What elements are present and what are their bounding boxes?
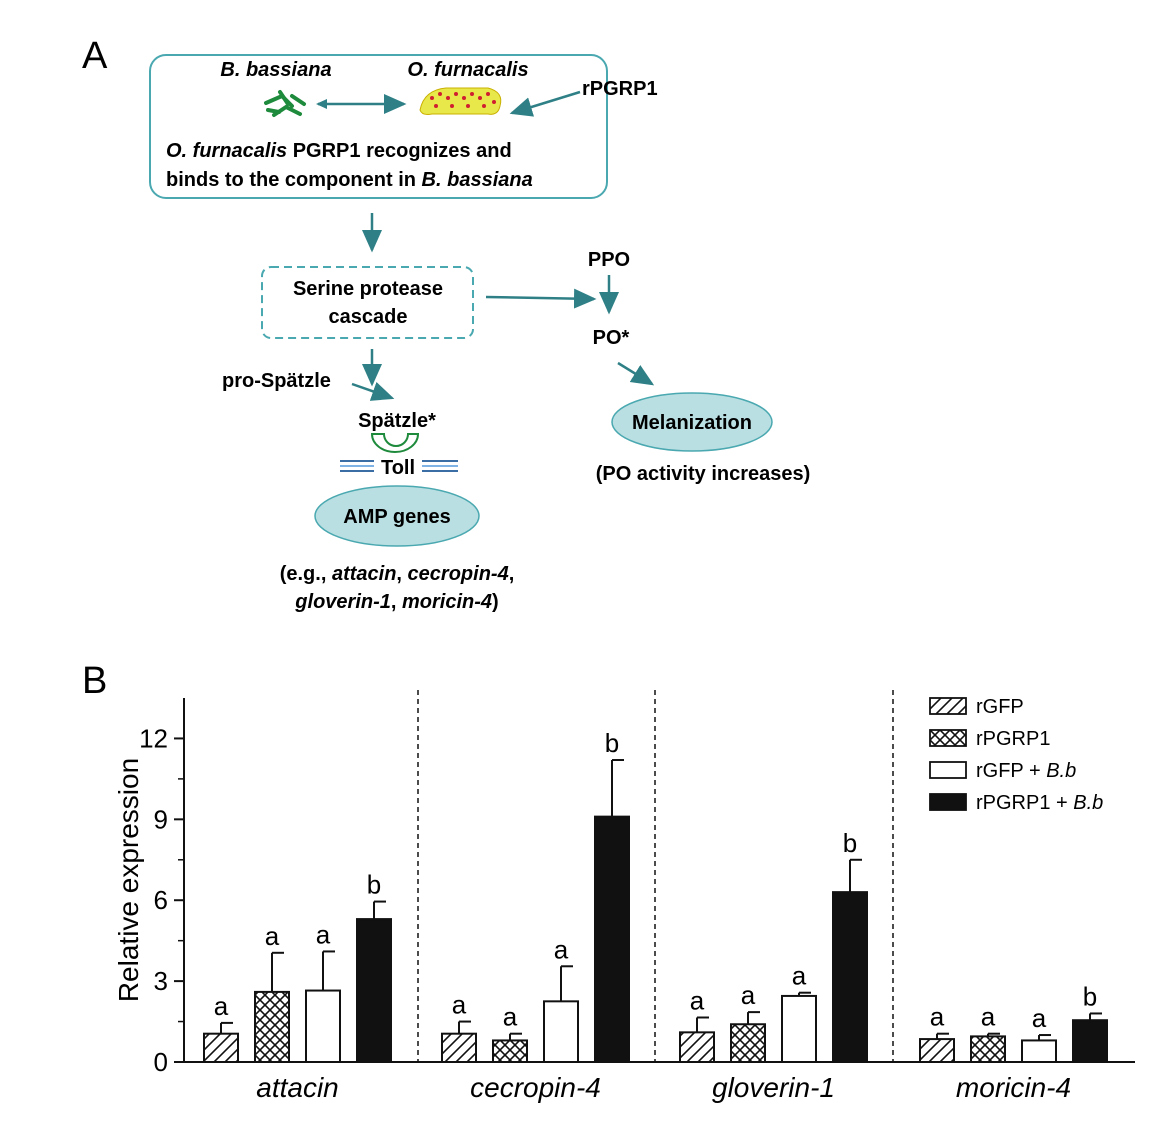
- po-label: PO*: [593, 327, 630, 349]
- y-tick-label: 6: [154, 885, 168, 915]
- amp-genes-label: AMP genes: [343, 506, 450, 528]
- amp-examples-line2: gloverin-1, moricin-4): [294, 591, 498, 613]
- significance-letter: b: [367, 870, 381, 900]
- organism-bbassiana-label: B. bassiana: [220, 59, 331, 81]
- bar: [254, 990, 290, 1064]
- eg-attacin: attacin: [332, 563, 396, 585]
- eg-comma2: ,: [509, 563, 515, 585]
- bar: [1072, 1019, 1108, 1063]
- serine-line2: cascade: [329, 306, 408, 328]
- bar: [919, 1038, 955, 1063]
- eg-comma1: ,: [396, 563, 407, 585]
- organism-ofurnacalis-label: O. furnacalis: [407, 59, 528, 81]
- recognition-text-line2: binds to the component in B. bassiana: [166, 169, 533, 191]
- recog-line1-rest: PGRP1 recognizes and: [287, 140, 512, 162]
- serine-cascade-box: [261, 266, 474, 339]
- legend-label: rGFP: [976, 696, 1024, 718]
- double-arrow-left-head: [316, 99, 327, 109]
- significance-letter: a: [316, 919, 331, 949]
- significance-letter: a: [214, 991, 229, 1021]
- melanization-label: Melanization: [632, 412, 752, 434]
- significance-letter: b: [1083, 981, 1097, 1011]
- y-axis-title: Relative expression: [113, 758, 144, 1002]
- bar: [441, 1032, 477, 1063]
- eg-open: (e.g.,: [280, 563, 332, 585]
- hyphae-icon: [264, 90, 306, 117]
- amp-examples-line1: (e.g., attacin, cecropin-4,: [280, 563, 515, 585]
- larva-icon: [419, 87, 502, 115]
- legend-swatch: [929, 697, 967, 715]
- pro-spatzle-arrow: [351, 381, 395, 401]
- eg-moricin: moricin-4: [402, 591, 492, 613]
- significance-letter: a: [930, 1002, 945, 1032]
- legend-swatch: [929, 729, 967, 747]
- spatzle-label: Spätzle*: [358, 410, 436, 432]
- ppo-label: PPO: [588, 249, 630, 271]
- panel-b-label: B: [82, 660, 107, 702]
- toll-label: Toll: [381, 457, 415, 479]
- bar: [679, 1031, 715, 1063]
- y-tick-label: 12: [139, 723, 168, 753]
- chart-legend: rGFP rPGRP1 rGFP + B.b rPGRP1 + B.b: [929, 696, 1103, 814]
- legend-swatch: [929, 761, 967, 779]
- bar: [543, 1000, 579, 1063]
- bar: [203, 1032, 239, 1063]
- legend-swatch: [929, 793, 967, 811]
- bar: [781, 994, 817, 1063]
- significance-letter: a: [554, 934, 569, 964]
- eg-gloverin: gloverin-1: [294, 591, 391, 613]
- po-to-melanization-arrow: [617, 361, 655, 386]
- bar: [730, 1023, 766, 1063]
- bar: [356, 918, 392, 1064]
- y-tick-label: 3: [154, 966, 168, 996]
- legend-label: rGFP + B.b: [976, 760, 1076, 782]
- x-category-label: moricin-4: [956, 1072, 1071, 1103]
- significance-letter: b: [605, 728, 619, 758]
- significance-letter: a: [981, 1002, 996, 1032]
- melanization-ellipse: [611, 392, 773, 452]
- bar: [1021, 1039, 1057, 1064]
- recog-line1-italic: O. furnacalis: [166, 140, 287, 162]
- panel-a-label: A: [82, 35, 108, 77]
- bar: [594, 815, 630, 1063]
- recog-line2-italic: B. bassiana: [422, 169, 533, 191]
- bar: [305, 989, 341, 1064]
- recognition-text-line1: O. furnacalis PGRP1 recognizes and: [166, 140, 512, 162]
- cascade-to-po-arrow: [485, 288, 597, 309]
- x-category-label: cecropin-4: [470, 1072, 601, 1103]
- significance-letter: a: [452, 990, 467, 1020]
- membrane-lines: [340, 460, 458, 472]
- pro-spatzle-label: pro-Spätzle: [222, 370, 331, 392]
- y-tick-label: 9: [154, 804, 168, 834]
- significance-letter: a: [503, 1002, 518, 1032]
- bar: [492, 1039, 528, 1064]
- significance-letter: b: [843, 828, 857, 858]
- legend-label: rPGRP1: [976, 728, 1050, 750]
- significance-letter: a: [1032, 1003, 1047, 1033]
- eg-close: ): [492, 591, 499, 613]
- x-category-label: attacin: [256, 1072, 339, 1103]
- bar: [970, 1035, 1006, 1063]
- significance-letter: a: [265, 921, 280, 951]
- receptor-cup-icon: [370, 433, 420, 453]
- serine-line1: Serine protease: [293, 278, 443, 300]
- eg-cecropin: cecropin-4: [408, 563, 509, 585]
- amp-genes-ellipse: [314, 485, 480, 547]
- legend-label: rPGRP1 + B.b: [976, 792, 1103, 814]
- rpgrp1-arrow: [509, 90, 581, 117]
- recog-line2-rest: binds to the component in: [166, 169, 422, 191]
- rpgrp1-label: rPGRP1: [582, 78, 658, 100]
- po-activity-label: (PO activity increases): [596, 463, 811, 485]
- significance-letter: a: [792, 961, 807, 991]
- x-category-label: gloverin-1: [712, 1072, 835, 1103]
- significance-letter: a: [690, 986, 705, 1016]
- significance-letter: a: [741, 980, 756, 1010]
- y-tick-label: 0: [154, 1047, 168, 1077]
- bar: [832, 891, 868, 1064]
- recognition-box: [149, 54, 608, 199]
- eg-comma3: ,: [391, 591, 402, 613]
